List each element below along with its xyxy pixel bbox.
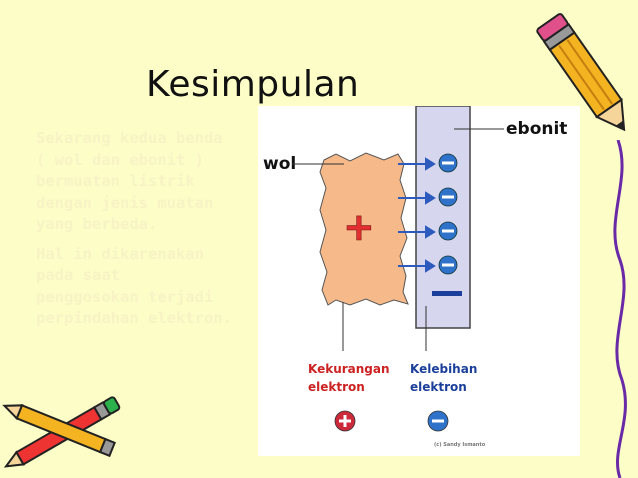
pencil-stripe-1 (558, 45, 605, 111)
electron-symbol-minus (432, 419, 444, 423)
proton-symbol-plus-v (343, 415, 347, 427)
electron-arrows (398, 157, 436, 273)
label-ebonit: ebonit (506, 119, 567, 139)
pencil-body (548, 31, 623, 119)
minus-sign (432, 291, 462, 296)
arrow-head-2 (425, 191, 436, 205)
electron-1-minus (442, 161, 454, 165)
pencil-stripe-2 (566, 39, 613, 105)
slide-title: Kesimpulan (146, 64, 360, 105)
legend-right-line-1: Kelebihan (410, 362, 477, 376)
wool-piece (319, 152, 409, 306)
electron-2-minus (442, 195, 454, 199)
legend-left-line-1: Kekurangan (308, 362, 390, 376)
paragraph-2: Hal in dikarenakan pada saat penggosokan… (36, 244, 232, 328)
legend-right-line-2: elektron (410, 380, 467, 394)
credit-text: (c) Sandy Ismanto (434, 442, 486, 448)
slide-body: Sekarang kedua benda ( wol dan ebonit ) … (36, 128, 276, 338)
label-wol: wol (263, 154, 296, 174)
scribble-path (613, 140, 627, 478)
paragraph-1: Sekarang kedua benda ( wol dan ebonit ) … (36, 129, 223, 233)
scribble-line-icon (613, 140, 627, 478)
electron-3-minus (442, 229, 454, 233)
pencil-red-eraser (103, 396, 121, 415)
pencil-top-right-icon (536, 13, 626, 132)
pencil-tip (594, 97, 626, 132)
legend-left-line-2: elektron (308, 380, 365, 394)
pencil-yellow-band (98, 437, 116, 458)
plus-sign: + (343, 205, 375, 249)
charge-diagram: wol ebonit + (258, 106, 580, 456)
crossed-pencils-icon (2, 396, 121, 468)
pencil-yellow-tip (2, 404, 24, 421)
arrow-head-4 (425, 259, 436, 273)
pencil-red-tip (3, 450, 25, 468)
arrow-head-3 (425, 225, 436, 239)
pencil-lead (615, 120, 625, 130)
electrons (438, 153, 458, 275)
electron-4-minus (442, 263, 454, 267)
arrow-head-1 (425, 157, 436, 171)
